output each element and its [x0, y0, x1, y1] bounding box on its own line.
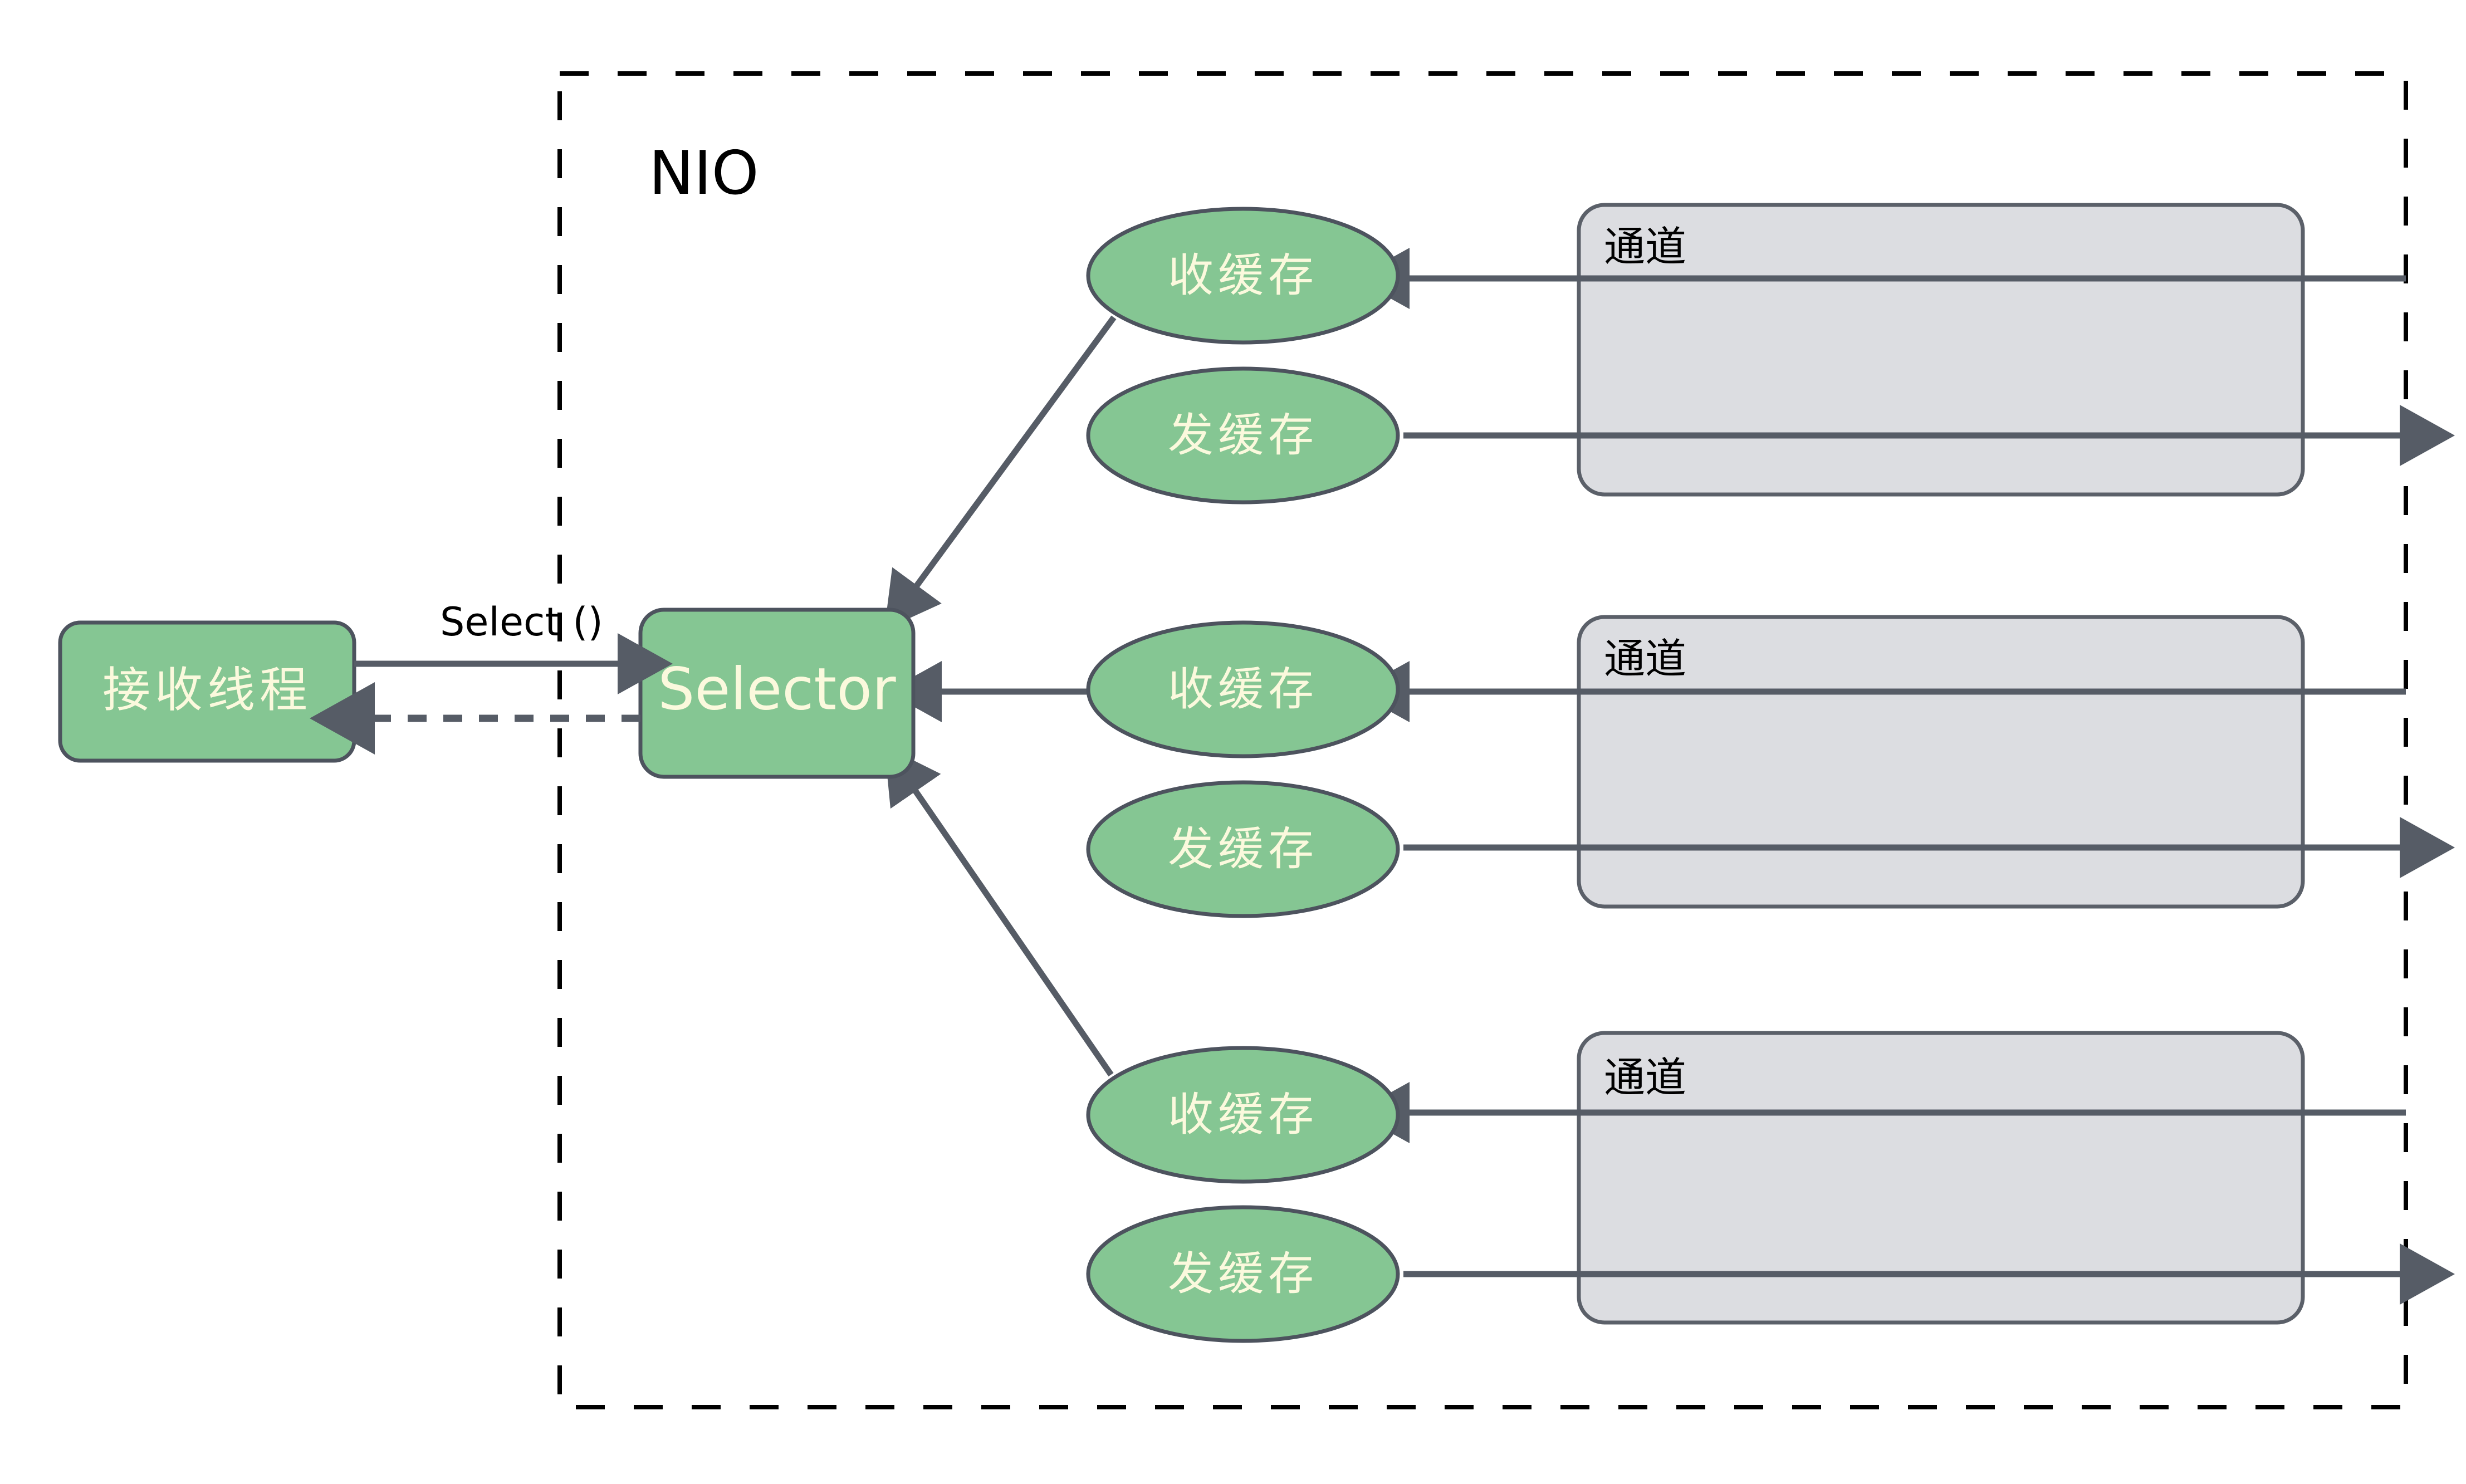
- nio-boundary: [557, 71, 2408, 1409]
- send-buffer-3-label: 发缓存: [1168, 1247, 1318, 1300]
- edge-recv3-to-selector: [884, 746, 1114, 1077]
- recv-buffer-1-label: 收缓存: [1168, 249, 1318, 302]
- selector-box-fill: [640, 610, 913, 777]
- channel-label-3: 通道: [1604, 1054, 1686, 1102]
- send-buffer-1-fill: [1088, 369, 1398, 502]
- recv-buffer-3[interactable]: [1086, 1046, 1400, 1184]
- channel-box-1-fill: [1579, 205, 2303, 494]
- channel-box-2: [1577, 615, 2305, 909]
- send-buffer-2[interactable]: [1086, 780, 1400, 918]
- edge-recv1-to-selector: [884, 315, 1117, 630]
- select-call-label: Select (): [440, 599, 603, 645]
- recv-buffer-3-fill: [1088, 1048, 1398, 1182]
- channel-box-1: [1577, 203, 2305, 497]
- channel-label-2: 通道: [1604, 635, 1686, 683]
- recv-buffer-1[interactable]: [1086, 207, 1400, 345]
- recv-buffer-2[interactable]: [1086, 620, 1400, 758]
- send-buffer-2-fill: [1088, 782, 1398, 916]
- receive-thread-box-fill: [60, 623, 354, 761]
- nio-title: NIO: [649, 139, 759, 208]
- send-buffer-2-label: 发缓存: [1168, 822, 1318, 875]
- selector-label: Selector: [658, 655, 896, 723]
- send-buffer-3[interactable]: [1086, 1205, 1400, 1343]
- channel-box-3: [1577, 1031, 2305, 1325]
- channel-label-1: 通道: [1604, 223, 1686, 271]
- receive-thread-label: 接收线程: [102, 662, 312, 718]
- channel-box-3-fill: [1579, 1033, 2303, 1323]
- recv-buffer-1-fill: [1088, 209, 1398, 342]
- recv-buffer-2-label: 收缓存: [1168, 663, 1318, 716]
- recv-buffer-3-label: 收缓存: [1168, 1088, 1318, 1141]
- send-buffer-3-fill: [1088, 1207, 1398, 1341]
- send-buffer-1-label: 发缓存: [1168, 409, 1318, 462]
- recv-buffer-2-fill: [1088, 623, 1398, 756]
- channel-box-2-fill: [1579, 617, 2303, 907]
- send-buffer-1[interactable]: [1086, 366, 1400, 505]
